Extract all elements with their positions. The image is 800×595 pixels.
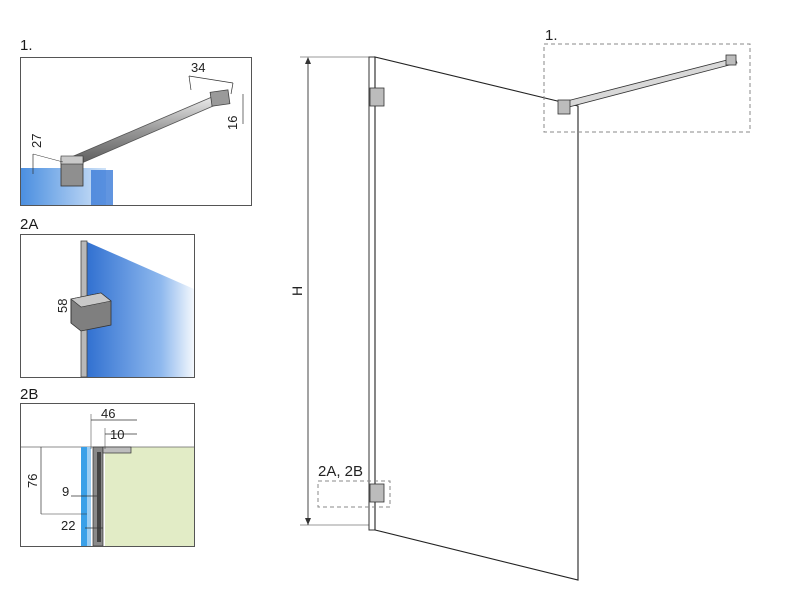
glass-panel [21,168,106,205]
height-label: H [289,286,305,296]
dim-22: 22 [61,518,75,533]
lower-profile-clamp [369,483,385,503]
callout-label-2: 2A, 2B [318,463,363,480]
glass-section [81,447,87,546]
detail-2a-label: 2A [20,216,39,233]
glass-section-inner [87,447,91,546]
upper-profile-clamp [369,87,385,107]
height-arrow-bottom [305,518,311,525]
bar-glass-clamp [557,99,571,115]
detail-2b-drawing: 46 10 76 9 22 [21,406,194,546]
glass-edge [91,170,113,205]
dim-line-34 [188,75,234,84]
detail-2a-drawing: 58 [55,240,194,377]
dim-9: 9 [62,484,69,499]
detail-2b-panel: 46 10 76 9 22 [20,403,195,547]
wall-bracket-section [102,446,132,454]
wall-bracket [209,89,231,107]
callout-label-1: 1. [545,27,558,44]
glass-panel [85,241,194,377]
dim-16: 16 [225,116,240,130]
dim-46: 46 [101,406,115,421]
callout-box-2 [317,480,391,508]
stabilizer-bar [68,93,228,166]
wall-profile [368,56,376,531]
bar-wall-bracket [725,54,737,66]
dim-27: 27 [29,134,44,148]
detail-1-panel: 34 16 27 [20,57,252,206]
glass-panel-outline [374,56,579,581]
glass-clamp-top [60,155,84,165]
ext-line-34b [230,82,234,95]
ext-line-27 [32,153,64,163]
wall-section [105,447,194,546]
ext-line-34 [188,75,192,91]
detail-1-label: 1. [20,37,33,54]
detail-1-drawing: 34 16 27 [21,60,244,205]
stabilizer-bar [562,57,738,109]
dim-34: 34 [191,60,205,75]
detail-2a-panel: 58 [20,234,195,378]
profile-clamp-top [70,292,112,308]
profile-core [97,452,101,542]
callout-box-1 [543,43,751,133]
dim-10: 10 [110,427,124,442]
dim-58: 58 [55,299,70,313]
height-arrow-top [305,57,311,64]
detail-2b-label: 2B [20,386,39,403]
dim-76: 76 [25,474,40,488]
